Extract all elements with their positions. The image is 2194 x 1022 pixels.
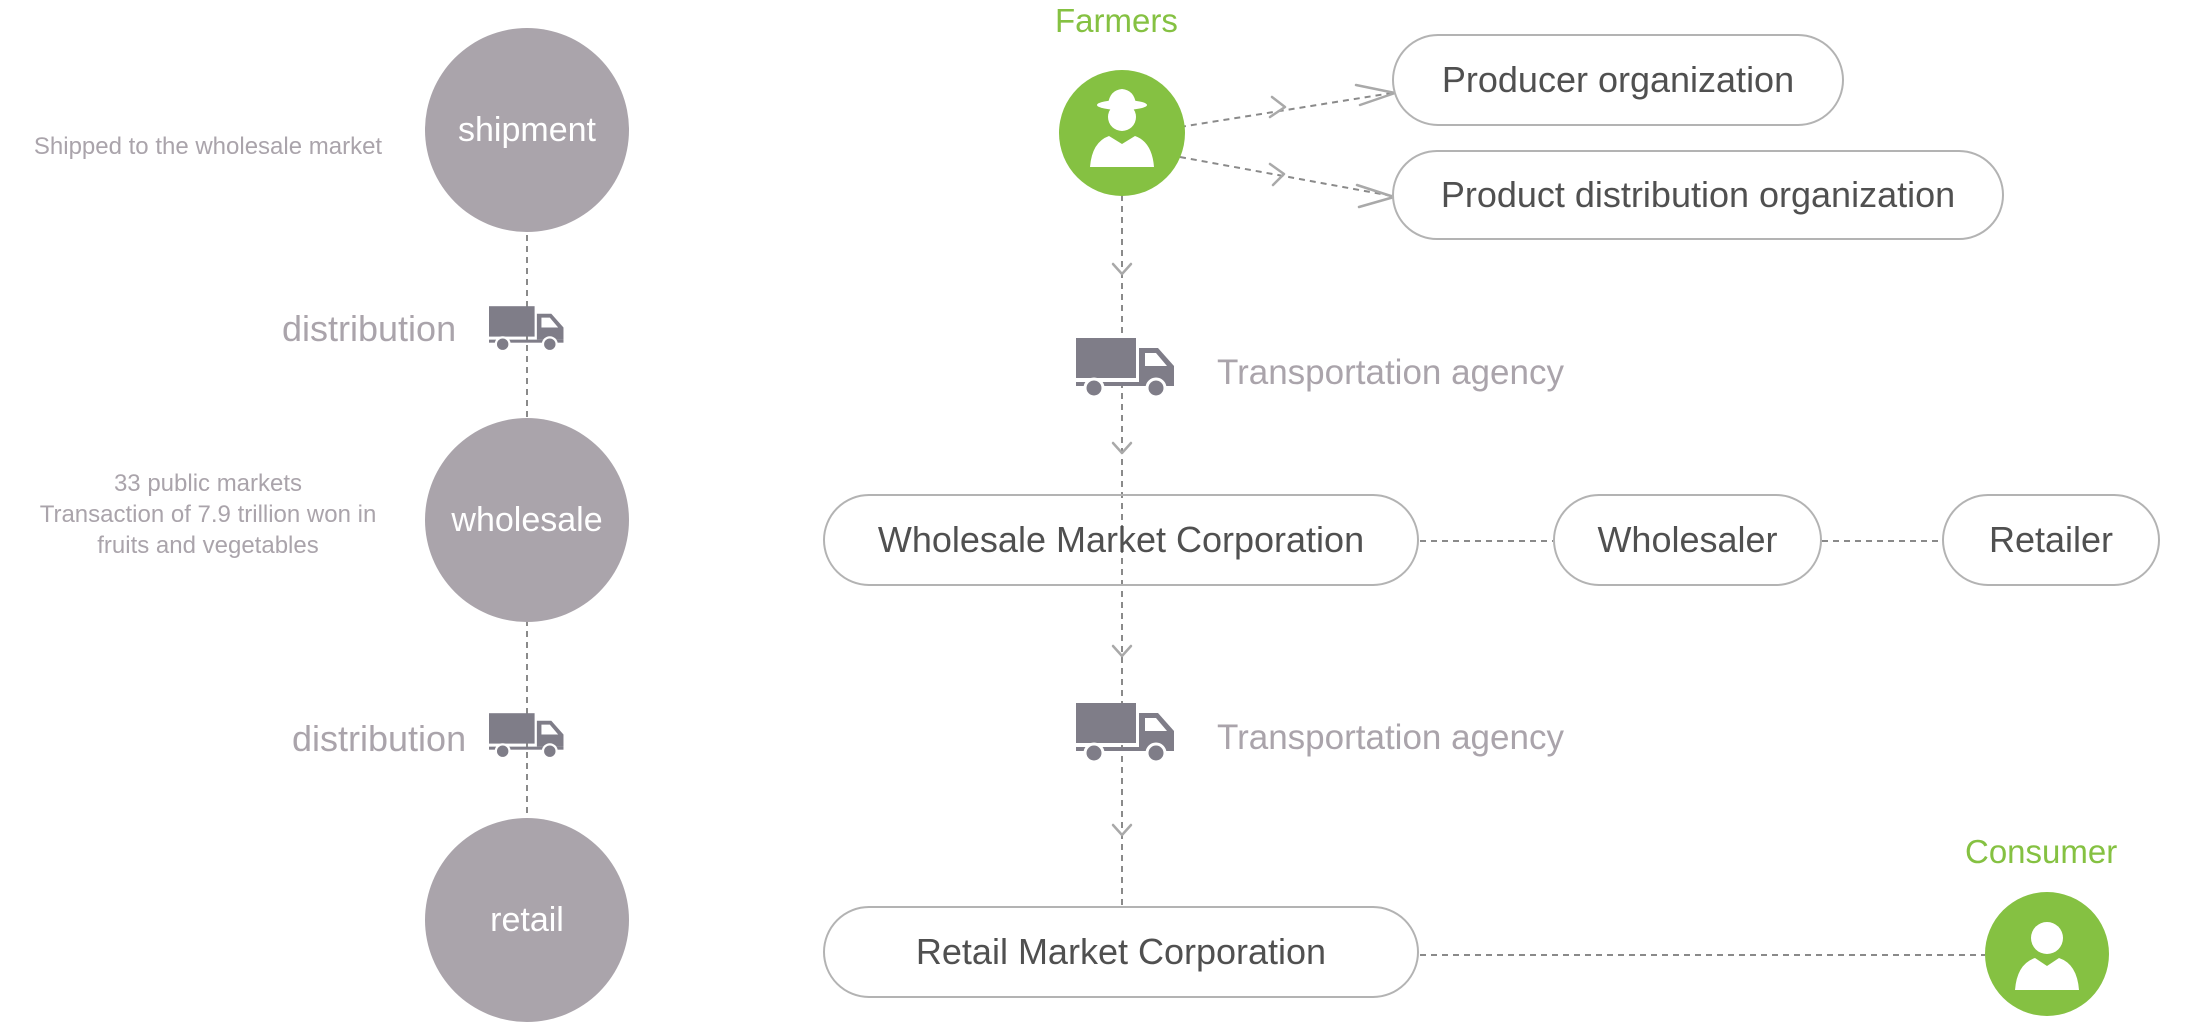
distribution-label: distribution xyxy=(292,718,467,759)
stage-label: wholesale xyxy=(451,500,603,539)
note-line: Transaction of 7.9 trillion won in xyxy=(39,501,377,528)
note-line: 33 public markets xyxy=(113,470,303,497)
stage-label: shipment xyxy=(458,110,596,149)
transportation-agency-label: Transportation agency xyxy=(1217,718,1564,757)
person-icon xyxy=(1985,892,2109,1016)
wholesale-note: 33 public markets Transaction of 7.9 tri… xyxy=(0,468,416,561)
transportation-agency-label: Transportation agency xyxy=(1217,353,1564,392)
farmers-label: Farmers xyxy=(1055,2,1178,39)
box-label: Product distribution organization xyxy=(1440,174,1956,215)
chevron-arrow-icon xyxy=(1111,441,1133,455)
note-line: Shipped to the wholesale market xyxy=(33,133,383,160)
box-label: Retailer xyxy=(1988,519,2114,560)
chevron-arrow-icon xyxy=(1111,262,1133,276)
retail-market-corporation-box: Retail Market Corporation xyxy=(823,906,1419,998)
arrowhead-icon xyxy=(1355,183,1396,209)
wholesaler-box: Wholesaler xyxy=(1553,494,1822,586)
chevron-arrow-icon xyxy=(1268,95,1287,119)
chevron-arrow-icon xyxy=(1111,823,1133,837)
stage-shipment: shipment xyxy=(425,28,629,232)
stage-label: retail xyxy=(490,900,564,939)
truck-icon xyxy=(489,713,564,759)
box-label: Wholesale Market Corporation xyxy=(877,519,1365,560)
farmer-to-producer-line xyxy=(1179,92,1393,128)
box-label: Wholesaler xyxy=(1597,519,1778,560)
chevron-arrow-icon xyxy=(1111,644,1133,658)
box-label: Retail Market Corporation xyxy=(915,931,1327,972)
chevron-arrow-icon xyxy=(1268,162,1286,187)
consumer-label: Consumer xyxy=(1965,833,2118,870)
note-line: fruits and vegetables xyxy=(97,532,319,559)
retailer-box: Retailer xyxy=(1942,494,2160,586)
producer-organization-box: Producer organization xyxy=(1392,34,1844,126)
truck-icon xyxy=(1076,703,1174,764)
product-distribution-organization-box: Product distribution organization xyxy=(1392,150,2004,240)
box-label: Producer organization xyxy=(1441,59,1795,100)
truck-icon xyxy=(1076,338,1174,399)
farmer-to-distribution-line xyxy=(1179,156,1393,197)
farmer-icon xyxy=(1059,70,1185,196)
stage-wholesale: wholesale xyxy=(425,418,629,622)
wholesale-market-corporation-box: Wholesale Market Corporation xyxy=(823,494,1419,586)
distribution-label: distribution xyxy=(282,308,457,349)
shipment-note: Shipped to the wholesale market xyxy=(0,131,416,162)
truck-icon xyxy=(489,306,564,352)
stage-retail: retail xyxy=(425,818,629,1022)
